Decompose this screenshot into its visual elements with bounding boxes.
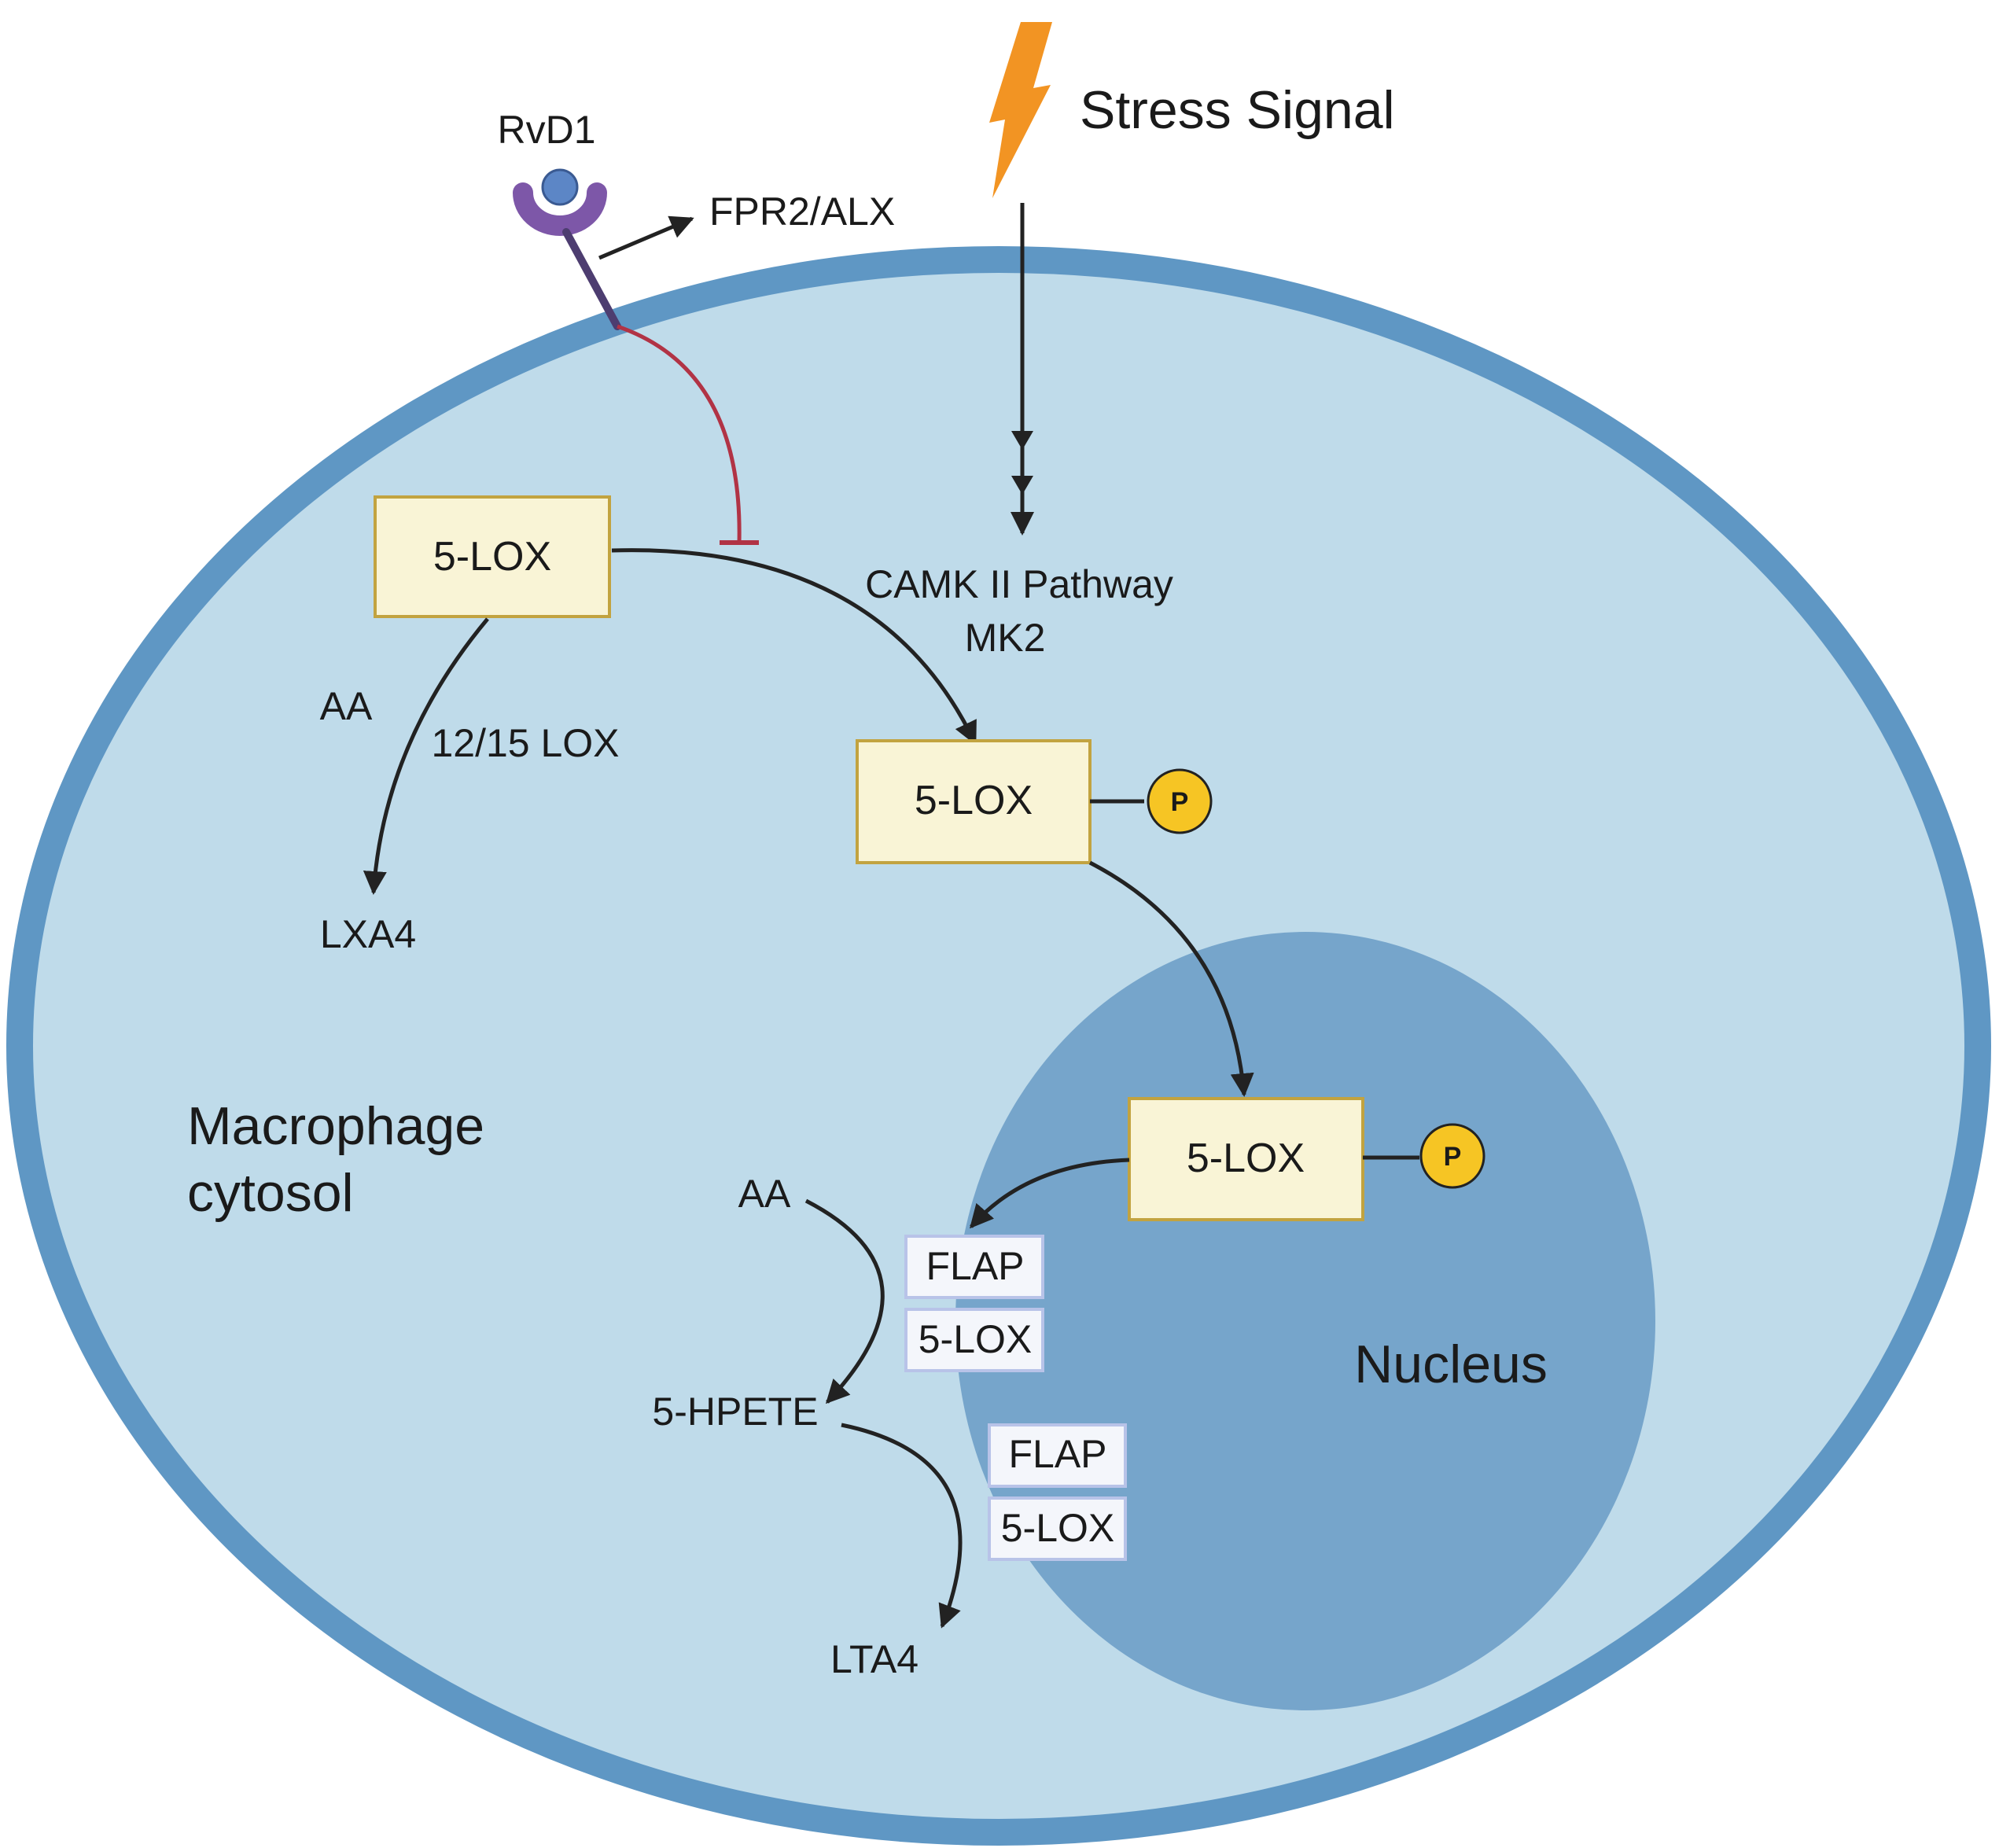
lox-box-phosphorylated: 5-LOX — [856, 739, 1092, 864]
svg-text:P: P — [1171, 787, 1189, 817]
svg-text:5-LOX: 5-LOX — [1001, 1506, 1115, 1550]
lox-box-top: 5-LOX — [374, 495, 611, 618]
svg-text:5-LOX: 5-LOX — [1187, 1136, 1305, 1181]
svg-text:FLAP: FLAP — [1008, 1432, 1106, 1476]
receptor-stem — [562, 228, 621, 330]
mk2-label: MK2 — [965, 616, 1046, 660]
stress-arrow-head-1 — [1011, 431, 1033, 450]
phospho-group-1: P — [1147, 768, 1213, 834]
lightning-icon — [989, 22, 1052, 198]
camk-pathway-label: CAMK II Pathway — [865, 562, 1173, 606]
svg-text:P: P — [1444, 1142, 1462, 1172]
macrophage-cell — [6, 246, 1991, 1846]
fpr2-alx-label: FPR2/ALX — [709, 190, 895, 234]
aa-label-bottom: AA — [738, 1172, 791, 1216]
hpete-label: 5-HPETE — [652, 1390, 818, 1434]
macrophage-cytosol-label-line2: cytosol — [187, 1163, 354, 1223]
svg-text:FLAP: FLAP — [926, 1244, 1024, 1288]
svg-text:5-LOX: 5-LOX — [915, 778, 1033, 823]
hpete-arrow — [804, 1198, 885, 1404]
lxa4-label: LXA4 — [320, 912, 416, 956]
flap-binding-arrow — [970, 1158, 1130, 1229]
lox-12-15-label: 12/15 LOX — [431, 721, 619, 765]
lxa4-arrow — [363, 617, 489, 895]
fpr2-arrow — [598, 215, 694, 260]
svg-text:5-LOX: 5-LOX — [919, 1317, 1033, 1361]
flap-box-1: FLAP — [904, 1235, 1044, 1299]
nucleus-shape — [955, 932, 1655, 1710]
flap-box-2: FLAP — [988, 1423, 1127, 1488]
inhibition-line — [617, 324, 742, 543]
lta4-label: LTA4 — [830, 1637, 919, 1681]
rvd1-ligand — [541, 168, 579, 206]
svg-text:5-LOX: 5-LOX — [433, 534, 551, 580]
phospho-group-2: P — [1419, 1123, 1485, 1189]
stress-signal-label: Stress Signal — [1080, 80, 1395, 140]
lox-small-box-1: 5-LOX — [904, 1308, 1044, 1372]
aa-label-top: AA — [320, 684, 373, 728]
macrophage-cytosol-label-line1: Macrophage — [187, 1096, 484, 1156]
receptor-icon — [513, 182, 607, 236]
nuclear-translocation-arrow — [1088, 860, 1254, 1097]
stress-arrow-head-2 — [1011, 476, 1033, 495]
lox-small-box-2: 5-LOX — [988, 1496, 1127, 1561]
lta4-arrow — [841, 1423, 963, 1629]
rvd1-label: RvD1 — [497, 108, 595, 152]
nucleus-label: Nucleus — [1354, 1334, 1548, 1394]
lox-box-nuclear: 5-LOX — [1128, 1097, 1364, 1221]
phosphorylation-arrow — [611, 548, 977, 745]
